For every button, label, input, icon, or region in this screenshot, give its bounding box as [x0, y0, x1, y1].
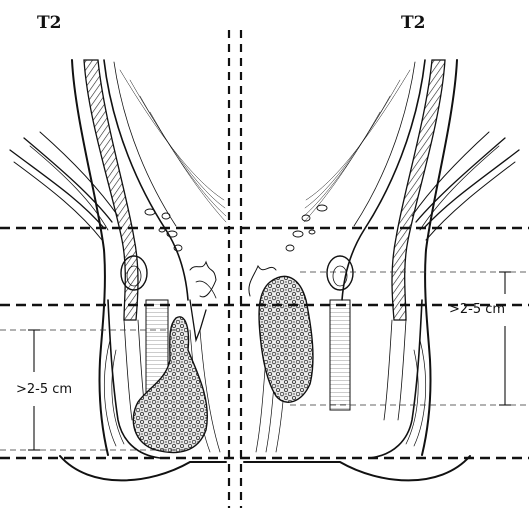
right-anatomy — [244, 60, 519, 480]
left-stage-label: T2 — [37, 13, 61, 33]
right-stage-label: T2 — [401, 13, 425, 33]
right-measurement-label: >2-5 cm — [449, 302, 505, 317]
center-divider-lines — [229, 30, 241, 508]
right-tumor — [259, 276, 313, 402]
right-measurement-guides — [290, 272, 529, 405]
right-measurement-bar — [499, 272, 511, 405]
left-measurement-label: >2-5 cm — [16, 382, 72, 397]
